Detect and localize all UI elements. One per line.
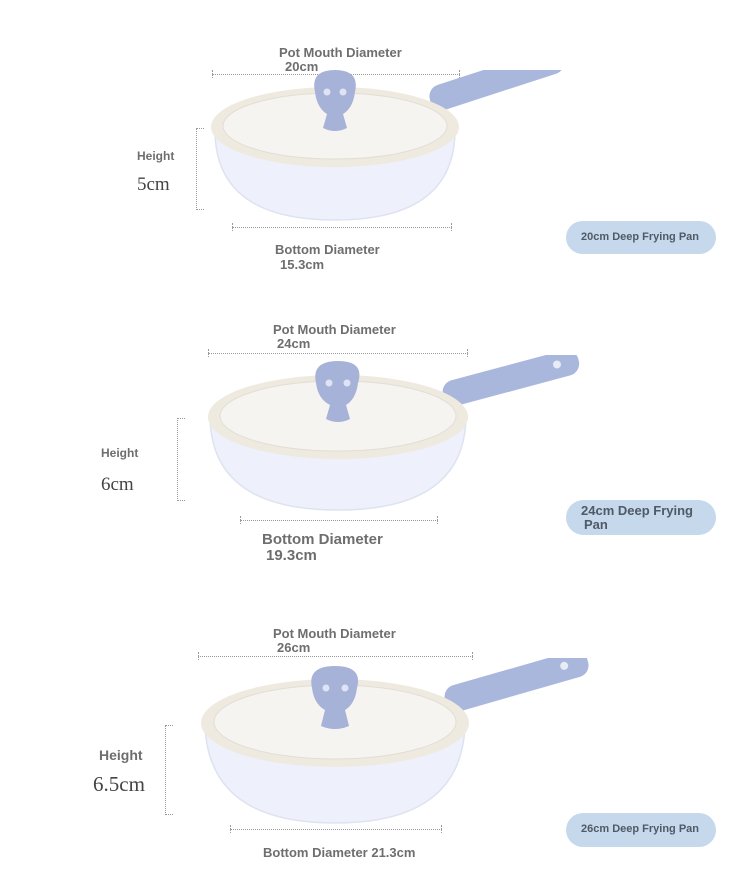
handle <box>444 658 589 712</box>
bottom-label: Bottom Diameter <box>275 242 380 257</box>
pan-spec-26cm: Pot Mouth Diameter 26cm Height 6.5cm Bot… <box>0 600 750 892</box>
handle <box>429 70 565 111</box>
pan-spec-24cm: Pot Mouth Diameter 24cm Height 6cm Botto… <box>0 300 750 590</box>
height-label: Height <box>101 446 139 460</box>
height-value: 6cm <box>101 474 134 495</box>
bottom-dimension-line <box>232 223 452 231</box>
bottom-label: Bottom Diameter 21.3cm <box>263 845 416 860</box>
height-label: Height <box>137 149 175 163</box>
product-name-line2: Pan <box>584 516 608 532</box>
handle <box>442 355 580 406</box>
height-dimension-line <box>196 128 204 210</box>
product-name-pill: 20cm Deep Frying Pan <box>566 221 716 254</box>
height-value: 6.5cm <box>93 772 145 796</box>
bottom-dimension-line <box>230 825 442 833</box>
height-label: Height <box>99 747 143 763</box>
lid-knob <box>314 70 356 131</box>
pot-mouth-dimension-line <box>198 652 473 660</box>
height-value: 5cm <box>137 174 170 195</box>
pot-mouth-dimension-line <box>208 349 468 357</box>
pan-image <box>195 658 595 828</box>
pot-mouth-value: 24cm <box>277 336 311 351</box>
pot-mouth-value: 26cm <box>277 640 311 655</box>
height-dimension-line <box>165 725 173 815</box>
bottom-label: Bottom Diameter <box>262 531 383 548</box>
pot-mouth-label: Pot Mouth Diameter <box>279 45 402 60</box>
product-name: 20cm Deep Frying Pan <box>581 230 699 243</box>
lid-knob <box>315 361 360 422</box>
height-dimension-line <box>177 418 185 501</box>
pot-mouth-label: Pot Mouth Diameter <box>273 322 396 337</box>
product-name: 26cm Deep Frying Pan <box>581 823 699 836</box>
product-name-line1: 24cm Deep Frying <box>581 502 693 518</box>
lid-knob <box>311 666 359 729</box>
pot-mouth-value: 20cm <box>285 59 319 74</box>
product-name-pill: 24cm Deep Frying Pan <box>566 500 716 535</box>
pan-image <box>205 70 575 225</box>
bottom-dimension-line <box>240 516 438 524</box>
bottom-value: 15.3cm <box>280 257 325 272</box>
pan-spec-20cm: Pot Mouth Diameter 20cm Height 5cm Botto… <box>0 0 750 290</box>
product-name-pill: 26cm Deep Frying Pan <box>566 813 716 847</box>
pan-image <box>198 355 588 515</box>
bottom-value: 19.3cm <box>266 547 317 564</box>
pot-mouth-label: Pot Mouth Diameter <box>273 626 396 641</box>
